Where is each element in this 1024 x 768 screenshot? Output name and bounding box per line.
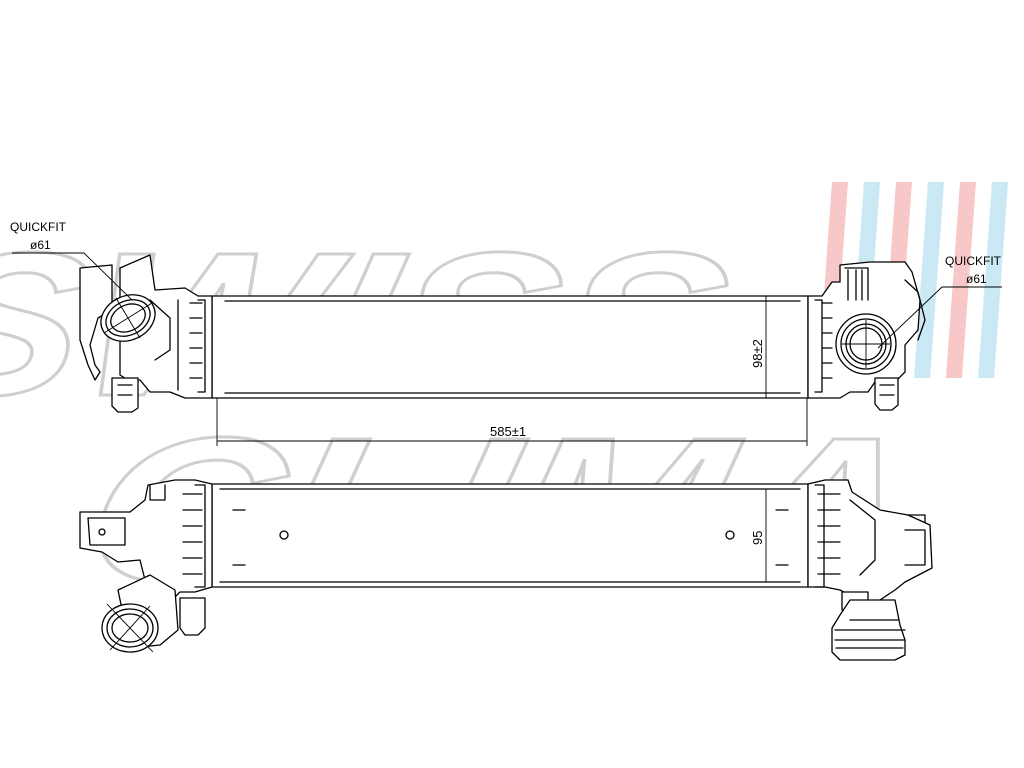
bottom-left-connector-port: [101, 574, 179, 653]
left-quickfit-diameter: ø61: [30, 238, 51, 252]
bottom-left-tank: [79, 479, 213, 636]
top-core: [211, 295, 809, 399]
bottom-right-connector-port: [831, 599, 906, 661]
left-quickfit-callout: QUICKFIT ø61: [10, 220, 133, 301]
watermark-stripe: [946, 182, 976, 378]
bottom-view: 95: [79, 479, 933, 661]
right-quickfit-callout: QUICKFIT ø61: [877, 254, 1002, 349]
left-quickfit-label: QUICKFIT: [10, 220, 67, 234]
top-right-connector-port: [835, 313, 897, 375]
length-value: 585±1: [490, 424, 526, 439]
top-left-connector-port: [100, 294, 171, 361]
right-quickfit-diameter: ø61: [966, 272, 987, 286]
top-view: QUICKFIT ø61 QUICKFIT ø61 98±2 585±1: [10, 220, 1002, 446]
top-left-tank: [79, 254, 213, 413]
top-height-dimension: 98±2: [750, 295, 808, 399]
right-quickfit-label: QUICKFIT: [945, 254, 1002, 268]
length-dimension: 585±1: [216, 398, 808, 446]
bottom-height-dimension: 95: [750, 489, 767, 582]
bottom-core: [211, 483, 809, 588]
watermark-stripe: [978, 182, 1008, 378]
bottom-height-value: 95: [750, 531, 765, 545]
watermark-stripe: [914, 182, 944, 378]
top-height-value: 98±2: [750, 339, 765, 368]
